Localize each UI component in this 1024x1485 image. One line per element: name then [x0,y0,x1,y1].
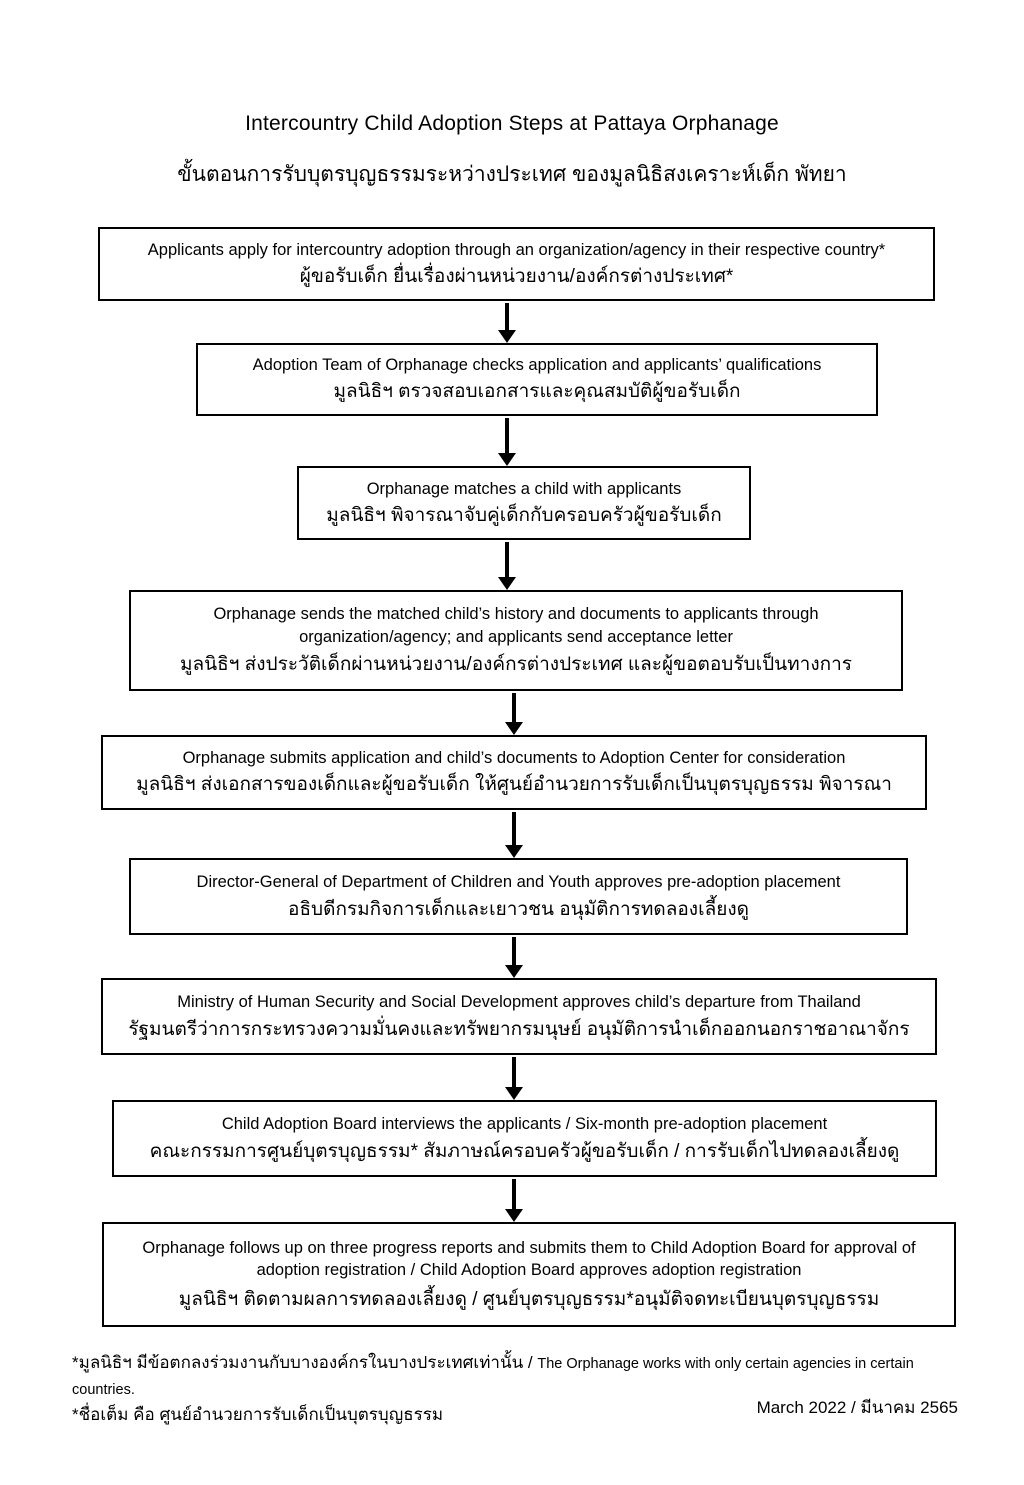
step-1-text-en: Applicants apply for intercountry adopti… [147,240,886,259]
arrow-down-icon [498,418,516,466]
step-7-text-th: รัฐมนตรีว่าการกระทรวงความมั่นคงและทรัพยา… [128,1018,910,1040]
arrow-head [505,1209,523,1222]
arrow-down-icon [498,303,516,343]
flow-step-5: Orphanage submits application and child’… [101,735,927,810]
arrow-down-icon [505,1057,523,1100]
step-6-text-en: Director-General of Department of Childr… [196,872,841,891]
step-3-text-th: มูลนิธิฯ พิจารณาจับคู่เด็กกับครอบครัวผู้… [326,504,722,526]
step-3-text-en: Orphanage matches a child with applicant… [366,479,682,498]
step-1-text-th: ผู้ขอรับเด็ก ยื่นเรื่องผ่านหน่วยงาน/องค์… [299,265,734,287]
arrow-down-icon [505,937,523,978]
flow-step-3: Orphanage matches a child with applicant… [297,466,751,540]
page-title-english: Intercountry Child Adoption Steps at Pat… [245,112,779,135]
arrow-stem [505,303,509,330]
step-5-text-th: มูลนิธิฯ ส่งเอกสารของเด็กและผู้ขอรับเด็ก… [136,774,892,796]
arrow-down-icon [505,812,523,858]
arrow-head [505,965,523,978]
arrow-stem [512,1057,516,1087]
page-title-thai: ขั้นตอนการรับบุตรบุญธรรมระหว่างประเทศ ขอ… [177,163,847,186]
step-7-text-en: Ministry of Human Security and Social De… [177,992,861,1011]
arrow-head [505,722,523,735]
footnote-line-1: *มูลนิธิฯ มีข้อตกลงร่วมงานกับบางองค์กรใน… [72,1350,960,1402]
flow-step-1: Applicants apply for intercountry adopti… [98,227,935,301]
step-5-text-en: Orphanage submits application and child’… [182,749,846,768]
arrow-head [505,1087,523,1100]
footnote-1-thai: *มูลนิธิฯ มีข้อตกลงร่วมงานกับบางองค์กรใน… [72,1353,538,1372]
flow-step-6: Director-General of Department of Childr… [129,858,908,935]
arrow-head [498,577,516,590]
step-2-text-th: มูลนิธิฯ ตรวจสอบเอกสารและคุณสมบัติผู้ขอร… [333,380,741,402]
arrow-down-icon [505,1179,523,1222]
arrow-down-icon [505,693,523,735]
arrow-head [498,453,516,466]
arrow-stem [512,693,516,722]
document-date: March 2022 / มีนาคม 2565 [756,1398,958,1417]
step-2-text-en: Adoption Team of Orphanage checks applic… [252,356,822,375]
arrow-stem [505,542,509,577]
footnotes: *มูลนิธิฯ มีข้อตกลงร่วมงานกับบางองค์กรใน… [72,1350,960,1427]
step-8-text-th: คณะกรรมการศูนย์บุตรบุญธรรม* สัมภาษณ์ครอบ… [149,1140,900,1162]
flow-step-4: Orphanage sends the matched child’s hist… [129,590,903,691]
arrow-head [505,845,523,858]
flow-step-7: Ministry of Human Security and Social De… [101,978,937,1055]
arrow-stem [505,418,509,453]
flow-step-8: Child Adoption Board interviews the appl… [112,1100,937,1177]
step-4-text-th: มูลนิธิฯ ส่งประวัติเด็กผ่านหน่วยงาน/องค์… [179,654,853,676]
step-9-text-en: Orphanage follows up on three progress r… [142,1238,916,1279]
flow-step-2: Adoption Team of Orphanage checks applic… [196,343,878,416]
step-4-text-en: Orphanage sends the matched child’s hist… [213,605,819,646]
step-9-text-th: มูลนิธิฯ ติดตามผลการทดลองเลี้ยงดู / ศูนย… [178,1288,880,1310]
step-6-text-th: อธิบดีกรมกิจการเด็กและเยาวชน อนุมัติการท… [288,898,749,920]
arrow-stem [512,937,516,965]
step-8-text-en: Child Adoption Board interviews the appl… [221,1114,828,1133]
arrow-head [498,330,516,343]
footnote-1-english: The Orphanage works with only certain ag… [72,1356,914,1398]
flow-step-9: Orphanage follows up on three progress r… [102,1222,956,1327]
arrow-stem [512,1179,516,1209]
arrow-down-icon [498,542,516,590]
footnote-line-2: *ชื่อเต็ม คือ ศูนย์อำนวยการรับเด็กเป็นบุ… [72,1404,444,1424]
arrow-stem [512,812,516,845]
